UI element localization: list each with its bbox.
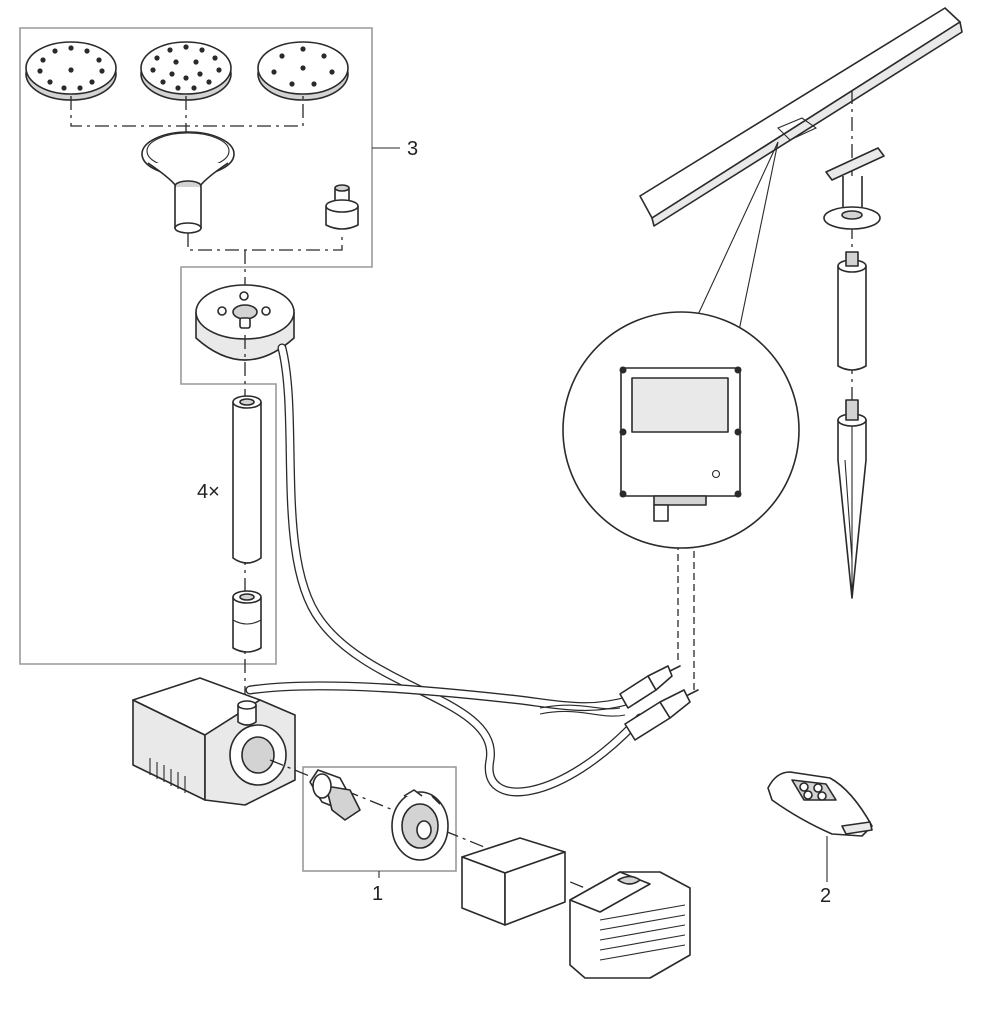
- small-nozzle-adapter: [325, 184, 359, 230]
- callout-nozzle-set: 3: [407, 138, 419, 160]
- mounting-bracket: [823, 147, 885, 230]
- spray-nozzle-head-1: [25, 41, 117, 101]
- sponge-filter: [461, 837, 566, 926]
- spray-nozzle-head-2: [140, 41, 232, 101]
- cable-connector-2: [624, 689, 699, 741]
- extension-tube: [232, 395, 262, 564]
- callout-impeller-set: 1: [372, 883, 384, 905]
- cable-connector-1: [619, 665, 681, 709]
- zoom-callout-lines: [689, 141, 779, 351]
- callout-extension-tubes: 4×: [197, 481, 220, 503]
- impeller: [309, 769, 361, 821]
- tube-coupler: [232, 590, 262, 653]
- fountain-pump: [132, 677, 296, 806]
- adapter-connection-line: [187, 233, 343, 292]
- junction-box-detail: [562, 311, 800, 549]
- solar-panel: [639, 7, 963, 227]
- remote-control: [767, 771, 873, 837]
- filter-housing: [569, 871, 691, 979]
- cable-loop: [539, 704, 626, 717]
- ground-spike: [837, 399, 867, 599]
- nozzle-set-group-box: [19, 27, 373, 665]
- spray-nozzle-head-3: [257, 41, 349, 101]
- stake-extension-rod: [837, 251, 867, 371]
- bell-nozzle-adapter: [141, 131, 235, 234]
- impeller-cover: [391, 789, 449, 861]
- callout-remote-control: 2: [820, 885, 832, 907]
